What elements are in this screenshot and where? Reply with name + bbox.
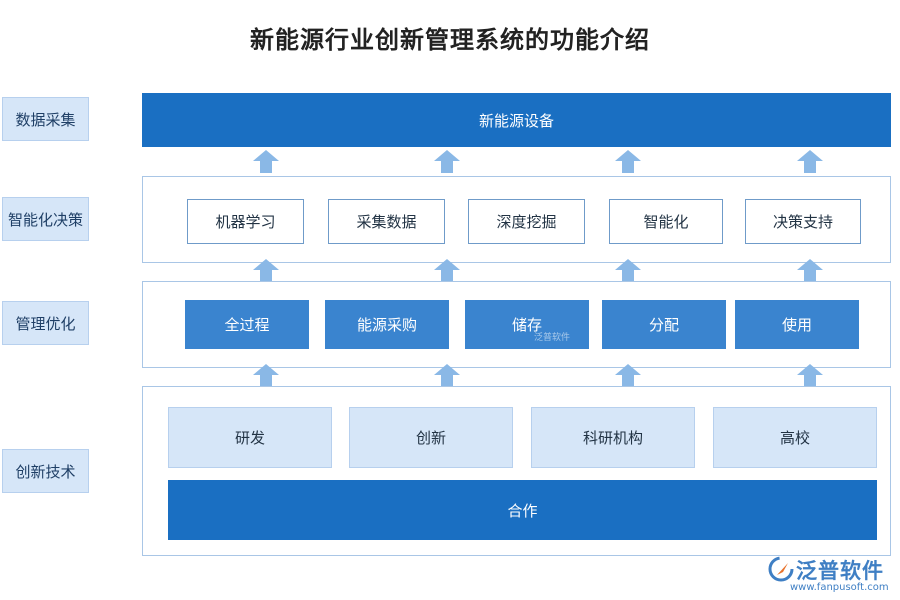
management-item-energy-procurement: 能源采购 [325, 300, 449, 349]
arrow-up-icon [615, 364, 641, 387]
logo-name: 泛普软件 [796, 559, 884, 583]
arrow-up-icon [797, 364, 823, 387]
cooperation-bar: 合作 [168, 480, 877, 540]
side-label-innovation-tech: 创新技术 [2, 449, 89, 493]
innovation-item-university: 高校 [713, 407, 877, 468]
arrow-up-icon [253, 259, 279, 282]
management-item-usage: 使用 [735, 300, 859, 349]
management-item-storage: 储存 [465, 300, 589, 349]
arrow-up-icon [615, 150, 641, 173]
new-energy-equipment-bar: 新能源设备 [142, 93, 891, 147]
innovation-item-rd: 研发 [168, 407, 332, 468]
arrow-up-icon [434, 259, 460, 282]
arrow-up-icon [253, 150, 279, 173]
arrow-up-icon [797, 150, 823, 173]
logo-url[interactable]: www.fanpusoft.com [790, 582, 889, 593]
arrow-up-icon [253, 364, 279, 387]
decision-item-decision-support: 决策支持 [745, 199, 861, 244]
fanpu-logo-icon [768, 556, 794, 582]
arrow-up-icon [797, 259, 823, 282]
side-label-data-collection: 数据采集 [2, 97, 89, 141]
decision-item-intelligent: 智能化 [609, 199, 723, 244]
arrow-up-icon [434, 150, 460, 173]
page-title: 新能源行业创新管理系统的功能介绍 [250, 25, 650, 54]
innovation-item-innovation: 创新 [349, 407, 513, 468]
decision-item-machine-learning: 机器学习 [187, 199, 304, 244]
management-item-full-process: 全过程 [185, 300, 309, 349]
side-label-management-optimization: 管理优化 [2, 301, 89, 345]
management-item-distribution: 分配 [602, 300, 726, 349]
innovation-item-research-institute: 科研机构 [531, 407, 695, 468]
decision-item-collect-data: 采集数据 [328, 199, 445, 244]
side-label-intelligent-decision: 智能化决策 [2, 197, 89, 241]
decision-item-deep-mining: 深度挖掘 [468, 199, 585, 244]
watermark-text: 泛普软件 [534, 333, 571, 343]
arrow-up-icon [615, 259, 641, 282]
arrow-up-icon [434, 364, 460, 387]
